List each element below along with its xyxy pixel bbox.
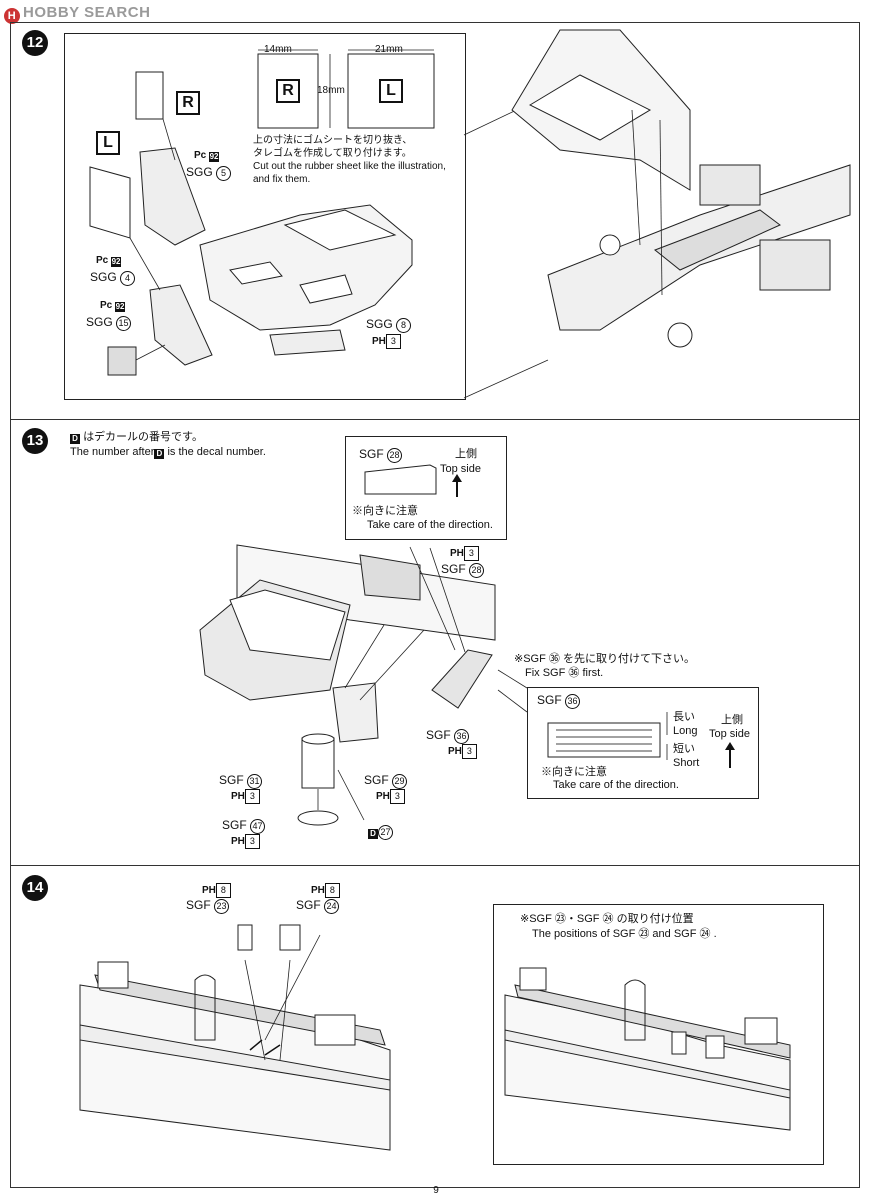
- sgf29-label: SGF 29: [364, 773, 408, 789]
- sheet-l-letter: L: [379, 79, 403, 103]
- top-rule: [10, 22, 860, 23]
- step-12-dimension-lines: [257, 49, 435, 129]
- sgg15-pc-ref: Pc 92: [100, 300, 126, 312]
- box2-care-en: Take care of the direction.: [553, 779, 679, 791]
- bottom-rule: [10, 1187, 860, 1188]
- sgf24-label: SGF 24: [296, 898, 340, 914]
- long-jp: 長い: [673, 711, 695, 723]
- step-13-illustration: [199, 544, 528, 826]
- box1-part-label: SGF 28: [359, 447, 403, 463]
- fix-first-jp: ※SGF ㊱ を先に取り付けて下さい。: [514, 653, 695, 665]
- note-en-line2: and fix them.: [253, 174, 311, 185]
- short-en: Short: [673, 757, 700, 769]
- divider-13-14: [10, 865, 860, 866]
- sheet-r-letter: R: [276, 79, 300, 103]
- box1-care-en: Take care of the direction.: [367, 519, 493, 531]
- divider-12-13: [10, 419, 860, 420]
- watermark-logo-icon: H: [4, 8, 20, 24]
- step-12-illustration: [89, 29, 851, 399]
- position-note-en: The positions of SGF ㉓ and SGF ㉔ .: [532, 928, 717, 940]
- box1-care-jp: ※向きに注意: [352, 505, 418, 517]
- sgg4-pc-ref: Pc 92: [96, 255, 122, 267]
- sgg8-label: SGG 8: [366, 317, 412, 333]
- box2-part-drawing: [547, 712, 735, 768]
- label-l: L: [96, 131, 120, 155]
- step-12-badge: 12: [22, 30, 48, 56]
- note-jp-line2: タレゴムを作成して取り付けます。: [253, 148, 412, 159]
- fix-first-en: Fix SGF ㊱ first.: [525, 667, 604, 679]
- right-rule: [859, 22, 860, 1188]
- decal-note-jp: D はデカールの番号です。: [70, 431, 203, 444]
- left-rule: [10, 22, 11, 1188]
- dim-height-18: 18mm: [317, 85, 345, 96]
- label-r: R: [176, 91, 200, 115]
- step-13-badge: 13: [22, 428, 48, 454]
- sgf23-label: SGF 23: [186, 898, 230, 914]
- position-note-jp: ※SGF ㉓・SGF ㉔ の取り付け位置: [520, 913, 694, 925]
- sgg5-pc-ref: Pc 92: [194, 150, 220, 162]
- note-en-line1: Cut out the rubber sheet like the illust…: [253, 161, 446, 172]
- sgf36-label: SGF 36: [426, 728, 470, 744]
- box1-part-profile: [364, 464, 462, 497]
- box2-top-side: Top side: [709, 728, 750, 740]
- box2-care-jp: ※向きに注意: [541, 766, 607, 778]
- short-jp: 短い: [673, 743, 695, 755]
- note-jp-line1: 上の寸法にゴムシートを切り抜き、: [253, 135, 413, 146]
- sgg5-label: SGG 5: [186, 165, 232, 181]
- dim-width-21: 21mm: [375, 44, 403, 55]
- box1-top-side: Top side: [440, 463, 481, 475]
- step-14-badge: 14: [22, 875, 48, 901]
- sgg15-label: SGG 15: [86, 315, 132, 331]
- sgf28-label: SGF 28: [441, 562, 485, 578]
- box2-part-label: SGF 36: [537, 693, 581, 709]
- sgf47-label: SGF 47: [222, 818, 266, 834]
- dim-width-14: 14mm: [264, 44, 292, 55]
- sgg4-label: SGG 4: [90, 270, 136, 286]
- long-en: Long: [673, 725, 698, 737]
- box1-upper-jp: 上側: [455, 448, 477, 460]
- sgf31-label: SGF 31: [219, 773, 263, 789]
- page-number: 9: [433, 1185, 439, 1196]
- box2-upper-jp: 上側: [721, 714, 743, 726]
